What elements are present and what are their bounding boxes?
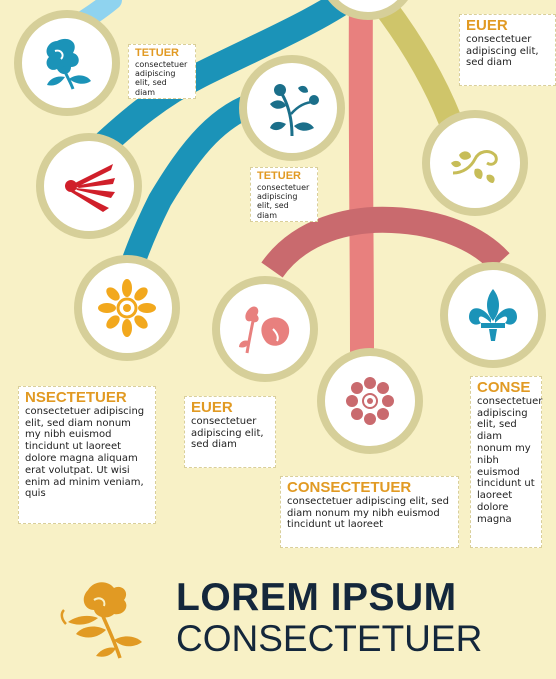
node-curl-ornament [422, 110, 528, 216]
callout-tetuer-2: TETUER consectetuer adipiscing elit, sed… [250, 167, 318, 222]
node-daisy [317, 348, 423, 454]
node-fleur-de-lis [440, 262, 546, 368]
node-tulip [212, 276, 318, 382]
node-sunflower [74, 255, 180, 361]
rose-branch-logo-icon [60, 582, 142, 659]
callout-nsectetuer: NSECTETUER consectetuer adipiscing elit,… [18, 386, 156, 524]
callout-heading: TETUER [257, 170, 301, 182]
node-floral-sprig [239, 55, 345, 161]
callout-body: consectetuer adipiscing elit, sed diam n… [477, 395, 543, 525]
branch-rose [261, 206, 510, 278]
callout-heading: EUER [191, 399, 233, 416]
callout-euer-top: EUER consectetuer adipiscing elit, sed d… [459, 14, 556, 86]
callout-heading: EUER [466, 17, 508, 34]
callout-body: consectetuer adipiscing elit, sed diam n… [25, 405, 145, 500]
callout-body: consectetuer adipiscing elit, sed diam [191, 415, 264, 451]
callout-heading: CONSECTETUER [287, 479, 412, 496]
floral-sprig-icon [270, 84, 319, 137]
curl-ornament-icon [451, 150, 498, 183]
callout-heading: TETUER [135, 47, 179, 59]
callout-body: consectetuer adipiscing elit, sed diam [466, 33, 539, 69]
branch-pink [348, 0, 374, 356]
callout-heading: CONSE [477, 379, 531, 396]
callout-tetuer-1: TETUER consectetuer adipiscing elit, sed… [128, 44, 196, 99]
node-feather-plume [36, 133, 142, 239]
daisy-icon [346, 377, 394, 425]
node-flower-bouquet [14, 10, 120, 116]
callout-euer-mid: EUER consectetuer adipiscing elit, sed d… [184, 396, 276, 468]
callout-body: consectetuer adipiscing elit, sed diam [257, 182, 310, 220]
callout-body: consectetuer adipiscing elit, sed diam n… [287, 495, 450, 531]
flower-bouquet-icon [46, 38, 91, 90]
feather-plume-icon [65, 164, 115, 212]
callout-conse: CONSE consectetuer adipiscing elit, sed … [470, 376, 542, 548]
callout-body: consectetuer adipiscing elit, sed diam [135, 59, 188, 97]
fleur-de-lis-icon [469, 289, 517, 341]
branch-blue-mid [116, 88, 271, 282]
callout-heading: NSECTETUER [25, 389, 127, 406]
page-title: LOREM IPSUM [176, 576, 457, 619]
page-subtitle: CONSECTETUER [176, 618, 483, 659]
sunflower-icon [98, 279, 156, 337]
tulip-icon [239, 306, 290, 354]
branch-blue-top [89, 0, 368, 160]
callout-consectetuer: CONSECTETUER consectetuer adipiscing eli… [280, 476, 459, 548]
